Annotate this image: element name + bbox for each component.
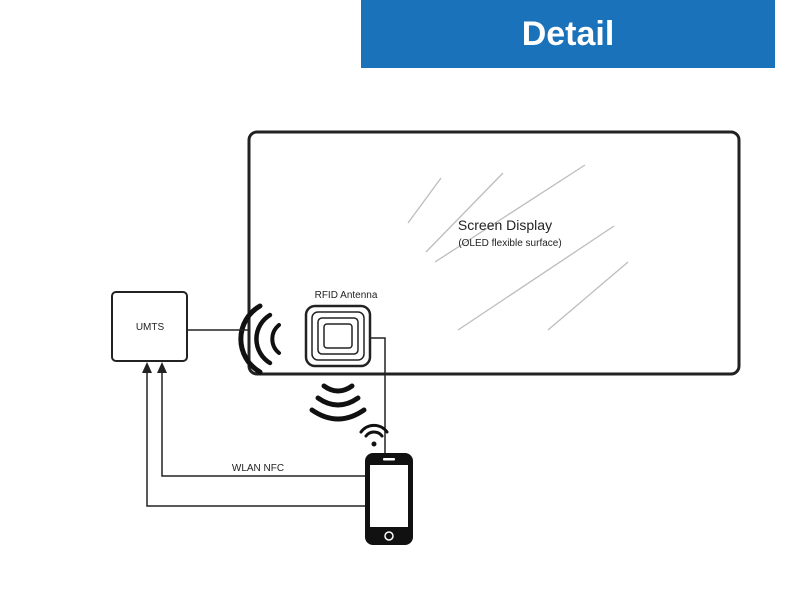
screen-display-panel: [247, 130, 741, 376]
detail-title: Detail: [521, 14, 615, 53]
wlan-nfc-label: WLAN NFC: [232, 463, 284, 474]
wireless-signal-icon-down: [309, 383, 367, 422]
umts-box: [111, 291, 188, 362]
umts-label: UMTS: [136, 322, 165, 333]
detail-banner: Detail: [361, 0, 775, 68]
screen-display-title: Screen Display: [458, 217, 552, 233]
rfid-antenna-label: RFID Antenna: [315, 290, 378, 301]
glass-reflection-lines: [407, 164, 629, 331]
connector-lines: [146, 329, 386, 507]
smartphone-icon: [365, 453, 413, 545]
rfid-antenna-icon: [304, 304, 372, 368]
arrow-heads: [142, 362, 167, 373]
wifi-icon: [359, 423, 389, 447]
wireless-signal-icon-left: [238, 303, 281, 375]
screen-display-subtitle: (OLED flexible surface): [458, 238, 561, 249]
